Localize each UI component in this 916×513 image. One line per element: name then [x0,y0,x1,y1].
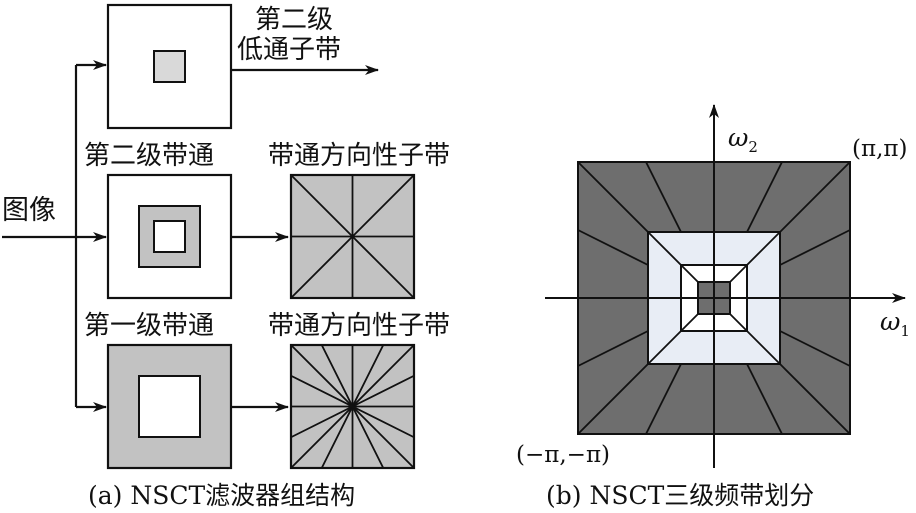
wedge-line [680,264,699,283]
lowpass-label-line1: 第二级 [255,5,333,35]
wedge-line [746,330,781,365]
level2-directional-filter-box [289,173,416,300]
corner-label-bottom-left: (−π,−π) [516,442,610,468]
wedge-line [577,229,649,266]
frequency-partition-panel: ω2 ω1 (π,π) (−π,−π) (b) NSCT三级频带划分 [516,104,910,510]
wedge-line [645,363,682,435]
wedge-line [577,330,649,367]
wedge-line [680,313,699,332]
level1-stopband-center [138,375,201,438]
wedge-line [779,229,851,266]
wedge-line [645,161,682,233]
level2-bandpass-label: 第二级带通 [84,141,214,171]
lowpass-passband [153,50,186,83]
wedge-line [746,363,783,435]
wedge-line [647,231,682,266]
caption-b: (b) NSCT三级频带划分 [546,481,814,510]
wedge-line [577,363,649,435]
lowpass-label-line2: 低通子带 [237,35,341,65]
wedge-line [779,330,851,367]
wedge-line [729,313,748,332]
wedge-line [647,330,682,365]
omega1-label: ω1 [880,307,910,340]
level1-directional-label: 带通方向性子带 [268,311,450,341]
omega2-label: ω2 [728,123,758,156]
wedge-line [729,264,748,283]
direction-line [290,374,415,439]
level2-stopband-center [153,220,186,253]
level2-directional-label: 带通方向性子带 [268,141,450,171]
wedge-line [779,363,851,435]
wedge-line [746,161,783,233]
filter-bank-panel: 图像 第二级 低通子带 第二级带通 带通方向性子带 第一级带通 带通方向性子带 … [2,3,450,510]
input-label: 图像 [2,195,56,226]
wedge-line [779,161,851,233]
wedge-line [746,231,781,266]
level1-directional-filter-box [289,343,416,470]
level1-bandpass-label: 第一级带通 [84,311,214,341]
caption-a: (a) NSCT滤波器组结构 [88,481,355,510]
corner-label-top-right: (π,π) [852,136,908,162]
wedge-line [577,161,649,233]
